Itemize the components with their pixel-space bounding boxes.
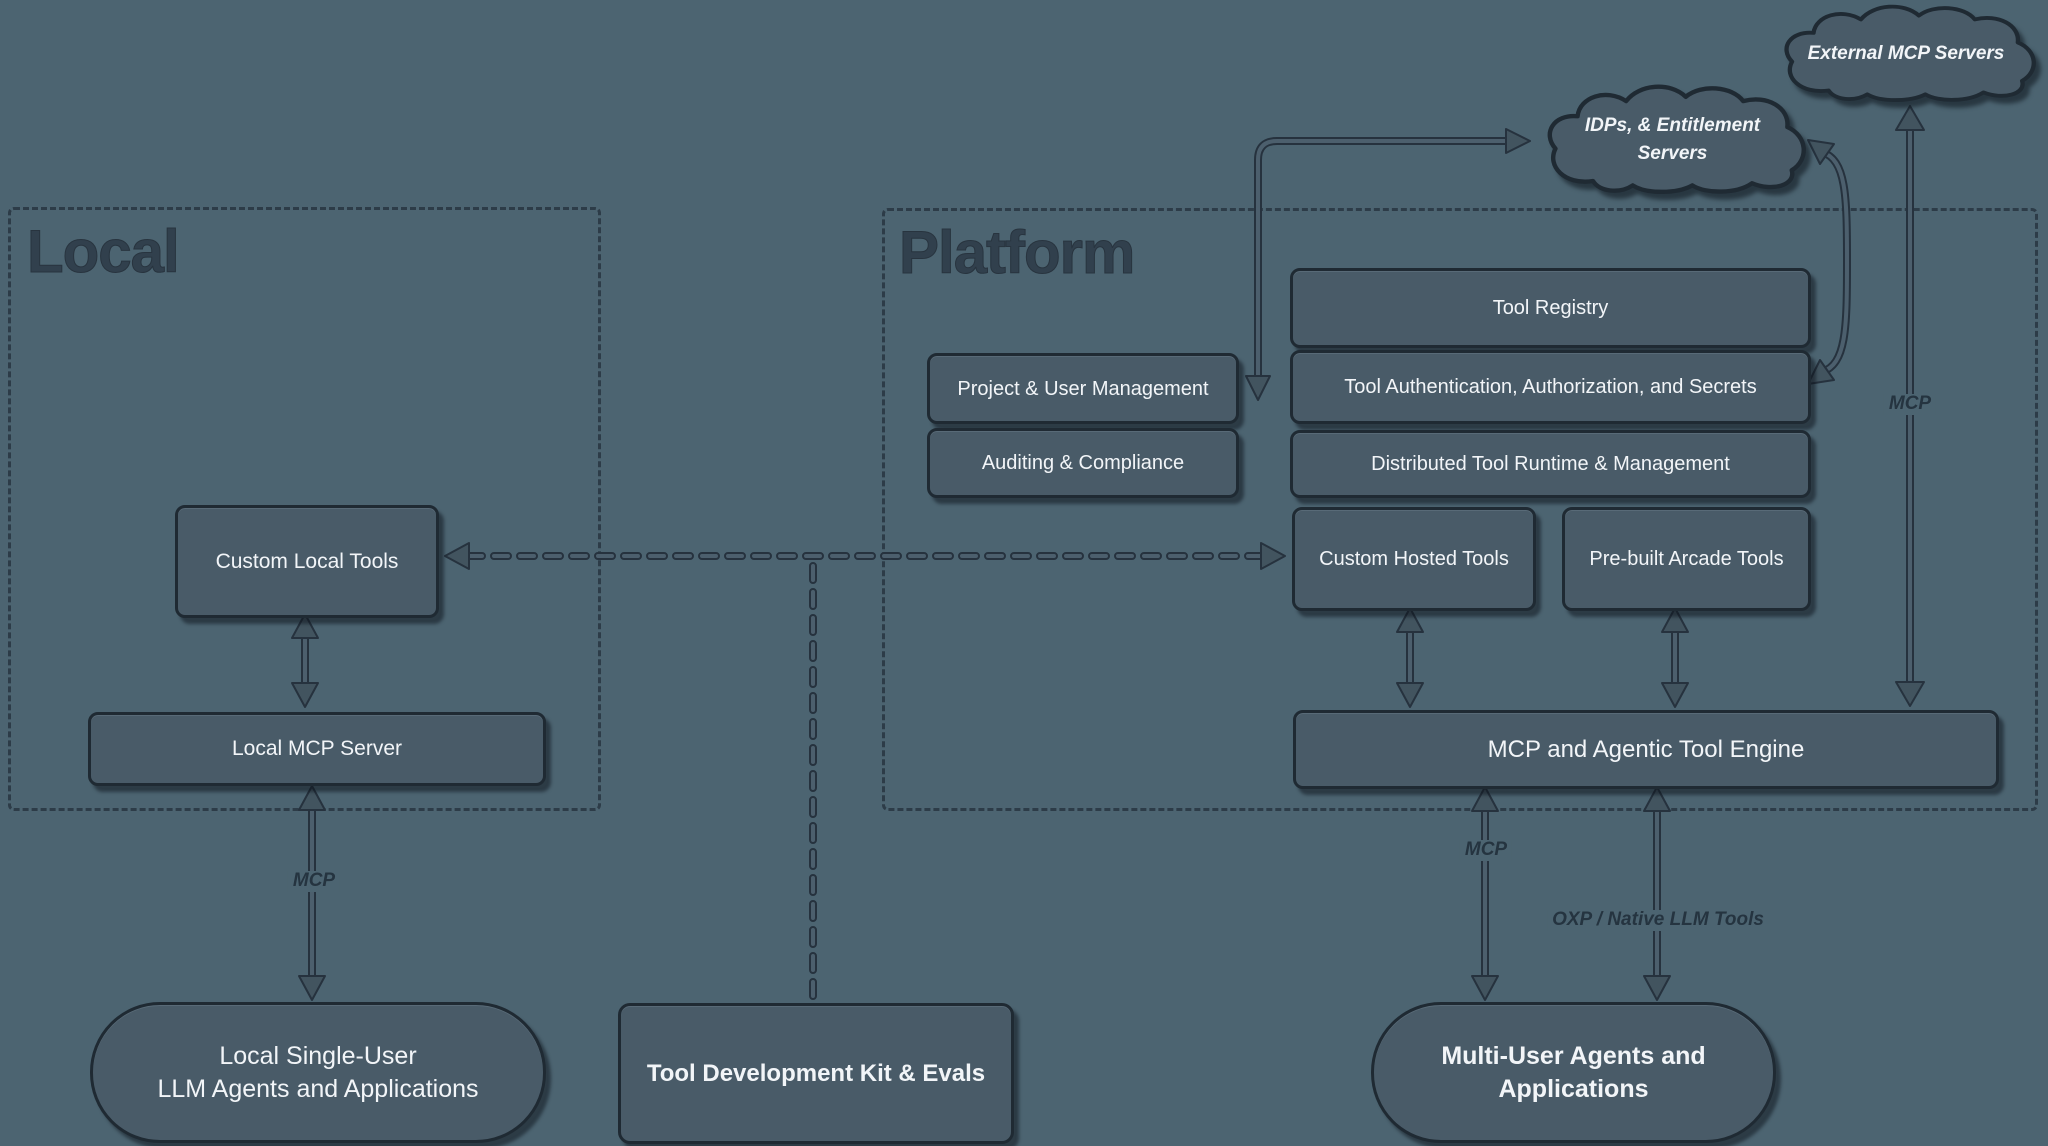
tool-authentication-label: Tool Authentication, Authorization, and … xyxy=(1344,376,1757,398)
idp-servers-label-line1: IDPs, & Entitlement xyxy=(1584,115,1761,137)
distributed-tool-runtime-node: Distributed Tool Runtime & Management xyxy=(1290,430,1811,498)
custom-local-tools-node: Custom Local Tools xyxy=(175,505,439,618)
prebuilt-arcade-tools-label: Pre-built Arcade Tools xyxy=(1589,548,1784,570)
distributed-tool-runtime-label: Distributed Tool Runtime & Management xyxy=(1371,453,1730,475)
tool-authentication-node: Tool Authentication, Authorization, and … xyxy=(1290,350,1811,424)
local-single-user-agents-node: Local Single-User LLM Agents and Applica… xyxy=(90,1002,546,1143)
custom-hosted-tools-node: Custom Hosted Tools xyxy=(1292,507,1536,611)
local-mcp-server-label: Local MCP Server xyxy=(231,737,402,761)
local-mcp-server-node: Local MCP Server xyxy=(88,712,546,786)
local-region-title: Local xyxy=(27,218,181,285)
cloud-shape-icon xyxy=(1547,84,1806,194)
external-mcp-servers-label: External MCP Servers xyxy=(1807,43,2005,65)
tool-development-kit-label: Tool Development Kit & Evals xyxy=(646,1059,986,1087)
tool-registry-node: Tool Registry xyxy=(1290,268,1811,348)
cloud-shape-icon xyxy=(1784,4,2036,102)
external-mcp-servers-cloud: External MCP Servers xyxy=(1777,4,2036,102)
platform-region-title: Platform xyxy=(898,219,1135,286)
idp-entitlement-servers-cloud: IDPs, & Entitlement Servers xyxy=(1540,84,1806,194)
edge-label-oxp-native-llm-tools: OXP / Native LLM Tools xyxy=(1547,909,1769,931)
local-agents-label: Local Single-User LLM Agents and Applica… xyxy=(157,1042,479,1103)
edge-engine-to-multi-user-oxp xyxy=(1643,786,1671,1001)
mcp-agentic-tool-engine-node: MCP and Agentic Tool Engine xyxy=(1293,710,1999,789)
mcp-agentic-tool-engine-label: MCP and Agentic Tool Engine xyxy=(1487,735,1805,763)
edge-custom-hosted-to-engine xyxy=(1396,607,1424,708)
custom-hosted-tools-label: Custom Hosted Tools xyxy=(1319,548,1509,570)
edge-label-mcp-engine: MCP xyxy=(1459,839,1513,861)
edge-engine-to-multi-user-mcp xyxy=(1471,786,1499,1001)
multi-user-agents-label: Multi-User Agents and Applications xyxy=(1441,1042,1706,1103)
idp-servers-label-line2: Servers xyxy=(1637,143,1708,164)
custom-local-tools-label: Custom Local Tools xyxy=(215,549,399,573)
edge-label-mcp-local: MCP xyxy=(287,870,341,892)
tool-development-kit-node: Tool Development Kit & Evals xyxy=(618,1003,1014,1144)
edge-label-mcp-external: MCP xyxy=(1883,393,1937,415)
project-user-management-label: Project & User Management xyxy=(957,377,1209,400)
prebuilt-arcade-tools-node: Pre-built Arcade Tools xyxy=(1562,507,1811,611)
edge-local-mcp-to-local-agents xyxy=(298,785,326,1001)
project-user-management-node: Project & User Management xyxy=(927,353,1239,424)
auditing-compliance-node: Auditing & Compliance xyxy=(927,428,1239,498)
edge-custom-local-to-custom-hosted-dashed xyxy=(444,542,1286,570)
edge-custom-local-to-local-mcp xyxy=(291,613,319,708)
platform-region: Platform xyxy=(882,208,2038,811)
auditing-compliance-label: Auditing & Compliance xyxy=(981,452,1185,474)
edge-tool-auth-to-idp-arc xyxy=(1807,139,1852,385)
tool-registry-label: Tool Registry xyxy=(1492,297,1609,319)
edge-prebuilt-to-engine xyxy=(1661,607,1689,708)
multi-user-agents-node: Multi-User Agents and Applications xyxy=(1371,1002,1776,1143)
edge-idp-to-platform-junction xyxy=(1245,128,1531,401)
